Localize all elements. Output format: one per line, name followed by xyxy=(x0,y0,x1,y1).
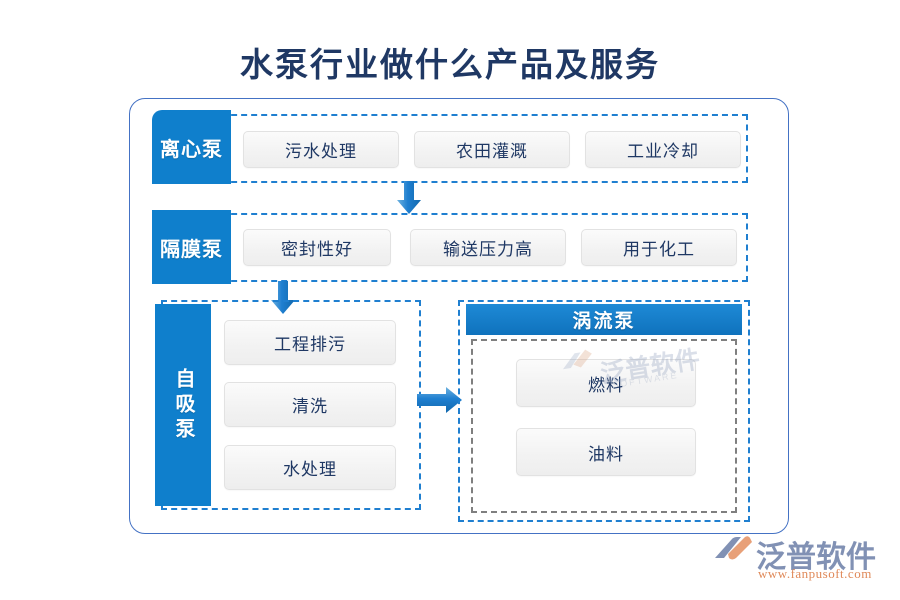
item-centrifugal-0[interactable]: 污水处理 xyxy=(243,131,399,168)
category-label-self-priming[interactable]: 自吸泵 xyxy=(155,304,211,506)
vortex-panel-container xyxy=(458,300,750,522)
brand-url: www.fanpusoft.com xyxy=(758,566,872,581)
item-centrifugal-1[interactable]: 农田灌溉 xyxy=(414,131,570,168)
page-title: 水泵行业做什么产品及服务 xyxy=(240,48,660,84)
item-diaphragm-0[interactable]: 密封性好 xyxy=(243,229,391,266)
arrow-row2-row3-icon xyxy=(270,281,296,315)
brand-name: 泛普软件 xyxy=(756,541,876,574)
vortex-panel-header[interactable]: 涡流泵 xyxy=(466,304,742,335)
arrow-row1-row2-icon xyxy=(396,181,422,215)
vortex-panel-inner-box xyxy=(471,339,737,513)
brand-logo: 泛普软件 www.fanpusoft.com xyxy=(712,532,882,586)
arrow-row3-vortex-icon xyxy=(417,386,463,414)
item-vortex-0[interactable]: 燃料 xyxy=(516,359,696,407)
brand-logo-icon xyxy=(715,536,752,560)
item-self-priming-1[interactable]: 清洗 xyxy=(224,382,396,427)
item-diaphragm-1[interactable]: 输送压力高 xyxy=(410,229,566,266)
item-self-priming-0[interactable]: 工程排污 xyxy=(224,320,396,365)
item-self-priming-2[interactable]: 水处理 xyxy=(224,445,396,490)
item-centrifugal-2[interactable]: 工业冷却 xyxy=(585,131,741,168)
diagram-frame xyxy=(129,98,789,534)
category-label-centrifugal[interactable]: 离心泵 xyxy=(152,110,231,184)
item-vortex-1[interactable]: 油料 xyxy=(516,428,696,476)
category-label-diaphragm[interactable]: 隔膜泵 xyxy=(152,210,231,284)
item-diaphragm-2[interactable]: 用于化工 xyxy=(581,229,737,266)
